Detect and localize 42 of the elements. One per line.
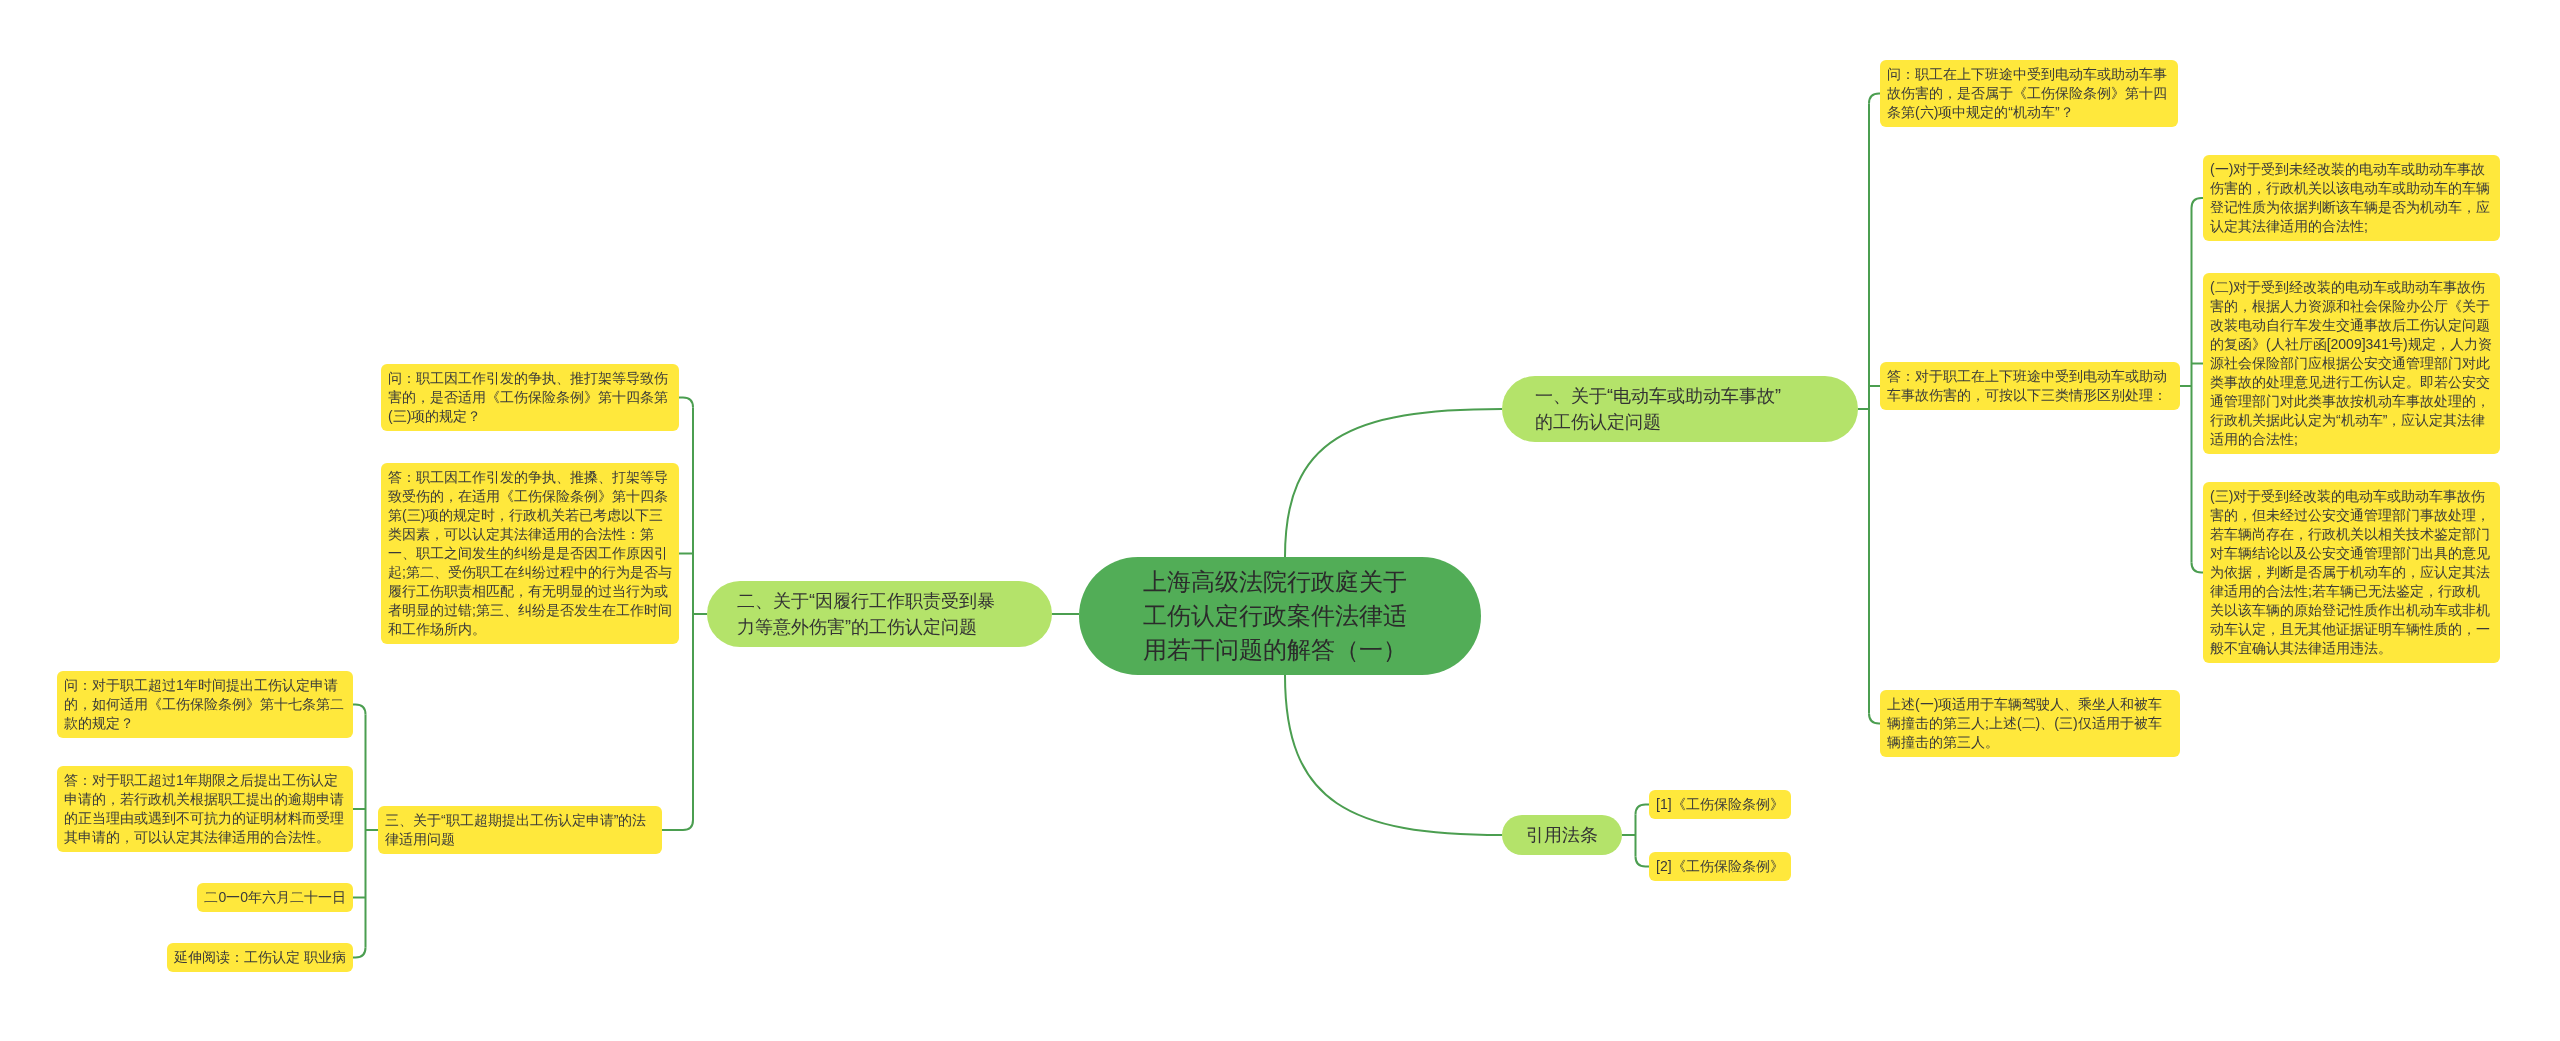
note-card: 问：对于职工超过1年时间提出工伤认定申请的，如何适用《工伤保险条例》第十七条第二款的规定？	[57, 671, 353, 738]
connector-line	[1284, 408, 1503, 558]
note-card: 问：职工因工作引发的争执、推打架等导致伤害的，是否适用《工伤保险条例》第十四条第(三)项的规定？	[381, 364, 679, 431]
connector-line	[352, 946, 367, 959]
note-card: 答：对于职工超过1年期限之后提出工伤认定申请的，若行政机关根据职工提出的逾期申请的正当理由或遇到不可抗力的证明材料而受理其申请的，可以认定其法律适用的合法性。	[57, 766, 353, 852]
connector-line	[661, 819, 694, 831]
connector-line	[678, 552, 694, 555]
connector-line	[1634, 803, 1650, 816]
topic-pill: 一、关于“电动车或助动车事故”的工伤认定问题	[1502, 376, 1858, 442]
note-card: (二)对于受到经改装的电动车或助动车事故伤害的，根据人力资源和社会保险办公厅《关于改装电动自行车发生交通事故后工伤认定问题的复函》(人社厅函[2009]341号)规定，人力资源社会保险部门应根据公安交通管理部门对此类事故的处理意见进行工伤认定。即若公安交通管理部门对此类事故按机动车事故处理的，行政机关据此认定为“机动车”，应认定其法律适用的合法性;	[2203, 273, 2500, 454]
connector-line	[1868, 385, 1881, 387]
connector-line	[2179, 207, 2193, 564]
connector-line	[2190, 561, 2204, 574]
connector-line	[1868, 92, 1881, 105]
connector-line	[1857, 102, 1870, 715]
connector-line	[352, 896, 367, 899]
connector-line	[2190, 362, 2204, 365]
connector-line	[1284, 674, 1503, 836]
connector-line	[692, 406, 708, 821]
topic-pill: 二、关于“因履行工作职责受到暴力等意外伤害”的工伤认定问题	[707, 581, 1052, 647]
note-card: (一)对于受到未经改装的电动车或助动车事故伤害的，行政机关以该电动车或助动车的车辆登记性质为依据判断该车辆是否为机动车，应认定其法律适用的合法性;	[2203, 155, 2500, 241]
note-card: 问：职工在上下班途中受到电动车或助动车事故伤害的，是否属于《工伤保险条例》第十四条第(六)项中规定的“机动车”？	[1880, 60, 2178, 127]
note-card: 二0一0年六月二十一日	[197, 883, 353, 912]
connector-line	[1634, 855, 1650, 868]
connector-line	[1051, 613, 1080, 615]
note-card: 答：职工因工作引发的争执、推搡、打架等导致受伤的，在适用《工伤保险条例》第十四条第(三)项的规定时，行政机关若已考虑以下三类因素，可以认定其法律适用的合法性：第一、职工之间发生的纠纷是是否因工作原因引起;第二、受伤职工在纠纷过程中的行为是否与履行工伤职责相匹配，有无明显的过当行为或者明显的过错;第三、纠纷是否发生在工作时间和工作场所内。	[381, 463, 679, 644]
central-topic: 上海高级法院行政庭关于工伤认定行政案件法律适用若干问题的解答（一）	[1079, 557, 1481, 675]
note-card: [2]《工伤保险条例》	[1649, 852, 1791, 881]
note-card: 答：对于职工在上下班途中受到电动车或助动车事故伤害的，可按以下三类情形区别处理：	[1880, 362, 2180, 410]
connector-line	[364, 713, 379, 949]
note-card: 上述(一)项适用于车辆驾驶人、乘坐人和被车辆撞击的第三人;上述(二)、(三)仅适用于被车辆撞击的第三人。	[1880, 690, 2180, 757]
topic-pill: 引用法条	[1502, 815, 1622, 855]
note-card: 延伸阅读：工伤认定 职业病	[167, 943, 353, 972]
note-card: (三)对于受到经改装的电动车或助动车事故伤害的，但未经过公安交通管理部门事故处理，若车辆尚存在，行政机关以相关技术鉴定部门对车辆结论以及公安交通管理部门出具的意见为依据，判断是否属于机动车的，应认定其法律适用的合法性;若车辆已无法鉴定，行政机关以该车辆的原始登记性质作出机动车或非机动车认定，且无其他证据证明车辆性质的，一般不宜确认其法律适用违法。	[2203, 482, 2500, 663]
connector-line	[352, 703, 367, 716]
connector-line	[352, 808, 367, 810]
note-card: 三、关于“职工超期提出工伤认定申请”的法律适用问题	[378, 806, 662, 854]
connector-line	[678, 396, 694, 409]
connector-line	[1868, 712, 1881, 725]
connector-line	[2190, 197, 2204, 209]
connector-line	[1621, 813, 1637, 858]
note-card: [1]《工伤保险条例》	[1649, 790, 1791, 819]
